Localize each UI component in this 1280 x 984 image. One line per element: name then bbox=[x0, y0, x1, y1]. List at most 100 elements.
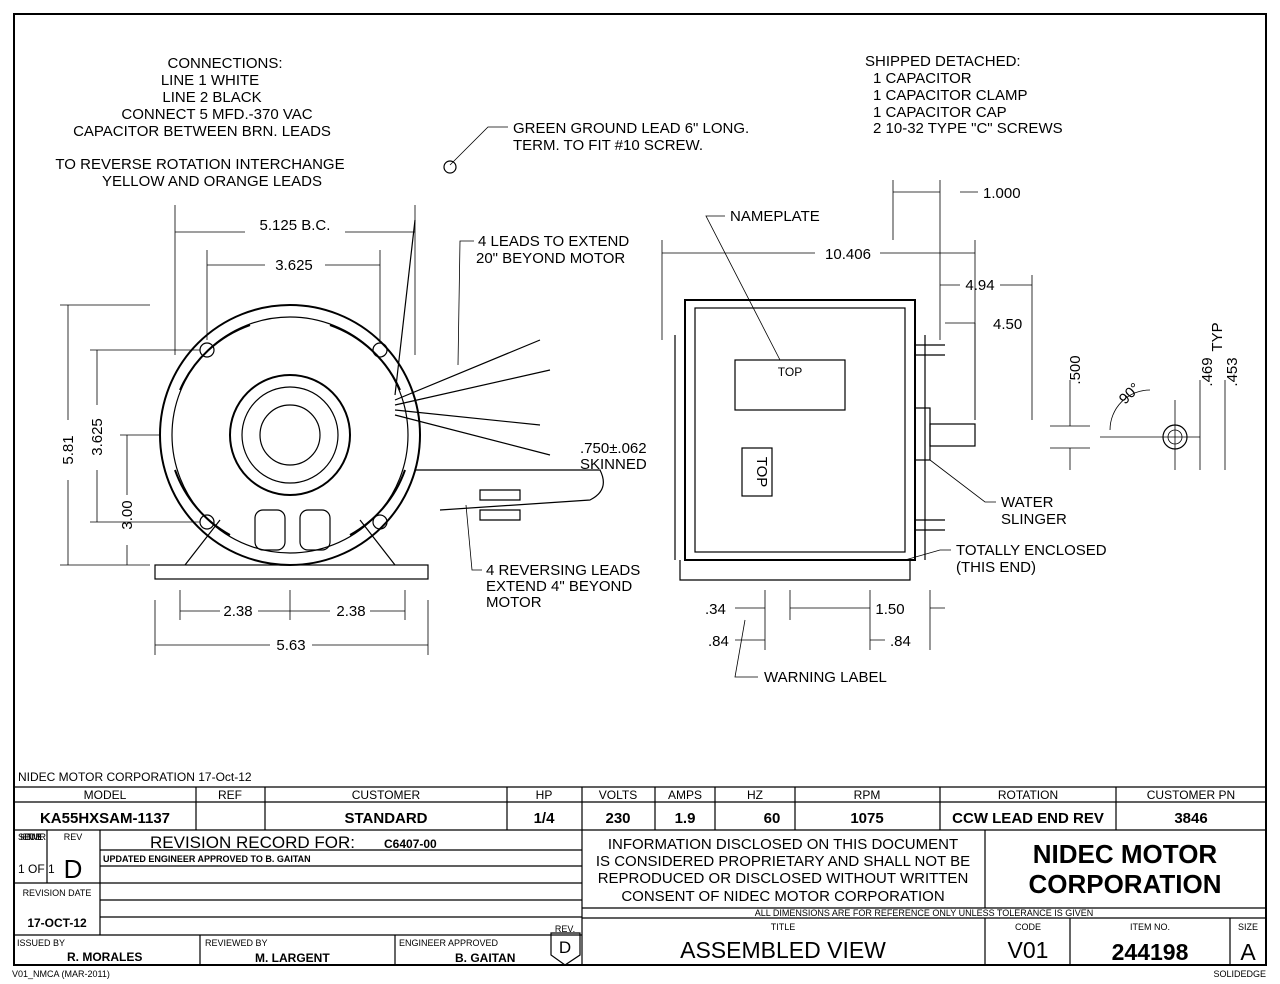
reversing-note: 4 REVERSING LEADS bbox=[486, 562, 640, 579]
dim-3625-horizontal: 3.625 bbox=[275, 257, 313, 274]
rev-box-value: D bbox=[559, 938, 571, 957]
leads-note: 20" BEYOND MOTOR bbox=[476, 250, 625, 267]
connections-note: CONNECTIONS: LINE 1 WHITE LINE 2 BLACK C… bbox=[55, 55, 344, 190]
size-value: A bbox=[1240, 939, 1256, 965]
revision-date-label: REVISION DATE bbox=[23, 888, 92, 898]
company-name: NIDEC MOTOR bbox=[1033, 839, 1218, 869]
dim-034: .34 bbox=[705, 601, 726, 618]
hz-value: 60 bbox=[764, 810, 781, 827]
disclaimer-line: CONSENT OF NIDEC MOTOR CORPORATION bbox=[621, 888, 944, 905]
spec-values: KA55HXSAM-1137 STANDARD 1/4 230 1.9 60 1… bbox=[40, 810, 1208, 827]
note-line: TO REVERSE ROTATION INTERCHANGE bbox=[55, 156, 344, 173]
engineer: B. GAITAN bbox=[455, 951, 515, 965]
issued-by: R. MORALES bbox=[67, 950, 142, 964]
dim-469: .469 bbox=[1199, 357, 1216, 386]
dim-shaft-diameter: .500 bbox=[1067, 355, 1084, 384]
item-label: ITEM NO. bbox=[1130, 922, 1170, 932]
callouts: GREEN GROUND LEAD 6" LONG. TERM. TO FIT … bbox=[449, 120, 1107, 686]
col-header: AMPS bbox=[668, 788, 702, 802]
col-header: MODEL bbox=[84, 788, 127, 802]
warning-label-note: WARNING LABEL bbox=[764, 669, 887, 686]
note-line: CONNECT 5 MFD.-370 VAC bbox=[121, 106, 312, 123]
dim-453: .453 bbox=[1224, 357, 1241, 386]
shipped-note: SHIPPED DETACHED: 1 CAPACITOR 1 CAPACITO… bbox=[865, 53, 1063, 137]
dimensions-note: ALL DIMENSIONS ARE FOR REFERENCE ONLY UN… bbox=[755, 908, 1094, 918]
dim-typ: TYP bbox=[1209, 322, 1226, 351]
note-line: 2 10-32 TYPE "C" SCREWS bbox=[873, 120, 1063, 137]
note-line: 1 CAPACITOR CLAMP bbox=[873, 87, 1027, 104]
rev-box-label: REV. bbox=[555, 924, 575, 934]
reversing-note: EXTEND 4" BEYOND bbox=[486, 578, 632, 595]
disclaimer-line: IS CONSIDERED PROPRIETARY AND SHALL NOT … bbox=[596, 853, 970, 870]
skinned-note: SKINNED bbox=[580, 456, 647, 473]
code-value: V01 bbox=[1008, 937, 1049, 963]
title-label: TITLE bbox=[771, 922, 796, 932]
disclaimer: INFORMATION DISCLOSED ON THIS DOCUMENT I… bbox=[596, 836, 970, 905]
title-block: NIDEC MOTOR CORPORATION 17-Oct-12 MODEL … bbox=[12, 770, 1266, 979]
front-view: 5.125 B.C. 3.625 5.81 3.625 3.00 2.38 2.… bbox=[60, 160, 604, 655]
dim-shaft-height: 3.00 bbox=[119, 500, 136, 529]
disclaimer-line: INFORMATION DISCLOSED ON THIS DOCUMENT bbox=[608, 836, 958, 853]
revision-entry: UPDATED ENGINEER APPROVED TO B. GAITAN bbox=[103, 854, 311, 864]
leads-note: 4 LEADS TO EXTEND bbox=[478, 233, 629, 250]
rev-label: REV bbox=[64, 832, 83, 842]
top-label: TOP bbox=[778, 365, 802, 379]
drawing-title: ASSEMBLED VIEW bbox=[680, 937, 886, 963]
revision-date: 17-OCT-12 bbox=[27, 916, 87, 930]
form-number: V01_NMCA (MAR-2011) bbox=[12, 969, 110, 979]
dim-1000: 1.000 bbox=[983, 185, 1021, 202]
nameplate-note: NAMEPLATE bbox=[730, 208, 820, 225]
size-label: SIZE bbox=[1238, 922, 1258, 932]
dim-084-left: .84 bbox=[708, 633, 729, 650]
note-line: YELLOW AND ORANGE LEADS bbox=[102, 173, 322, 190]
dim-238-right: 2.38 bbox=[336, 603, 365, 620]
enclosed-note: TOTALLY ENCLOSED bbox=[956, 542, 1107, 559]
rotation-value: CCW LEAD END REV bbox=[952, 810, 1104, 827]
col-header: CUSTOMER PN bbox=[1147, 788, 1235, 802]
rpm-value: 1075 bbox=[850, 810, 883, 827]
title-block-header: NIDEC MOTOR CORPORATION 17-Oct-12 bbox=[18, 770, 252, 784]
note-line: CONNECTIONS: bbox=[167, 55, 282, 72]
dim-450: 4.50 bbox=[993, 316, 1022, 333]
customer-pn-value: 3846 bbox=[1174, 810, 1207, 827]
volts-value: 230 bbox=[605, 810, 630, 827]
dim-base-width: 5.63 bbox=[276, 637, 305, 654]
disclaimer-line: REPRODUCED OR DISCLOSED WITHOUT WRITTEN bbox=[598, 870, 969, 887]
dim-150: 1.50 bbox=[875, 601, 904, 618]
dim-238-left: 2.38 bbox=[223, 603, 252, 620]
note-line: LINE 2 BLACK bbox=[162, 89, 261, 106]
sheet-value: 1 OF 1 bbox=[18, 862, 55, 876]
dim-3625-vertical: 3.625 bbox=[89, 418, 106, 456]
revision-record-value: C6407-00 bbox=[384, 837, 437, 851]
note-line: CAPACITOR BETWEEN BRN. LEADS bbox=[73, 123, 331, 140]
side-view: TOP TOP 1.000 10.406 4.94 4.50 .500 90° … bbox=[661, 180, 1241, 650]
note-line: LINE 1 WHITE bbox=[161, 72, 259, 89]
code-label: CODE bbox=[1015, 922, 1041, 932]
col-header: VOLTS bbox=[599, 788, 637, 802]
engineer-label: ENGINEER APPROVED bbox=[399, 938, 499, 948]
drawing-frame bbox=[13, 13, 1267, 966]
dim-084-right: .84 bbox=[890, 633, 911, 650]
note-line: SHIPPED DETACHED: bbox=[865, 53, 1021, 70]
top-label-vertical: TOP bbox=[753, 457, 770, 488]
col-header: ROTATION bbox=[998, 788, 1058, 802]
water-slinger-note: SLINGER bbox=[1001, 511, 1067, 528]
col-header: CUSTOMER bbox=[352, 788, 421, 802]
customer-value: STANDARD bbox=[344, 810, 427, 827]
revision-record-label: REVISION RECORD FOR: bbox=[150, 833, 355, 852]
reviewed-by: M. LARGENT bbox=[255, 951, 330, 965]
col-header: HZ bbox=[747, 788, 763, 802]
enclosed-note: (THIS END) bbox=[956, 559, 1036, 576]
issued-by-label: ISSUED BY bbox=[17, 938, 65, 948]
spec-headers: MODEL REF CUSTOMER HP VOLTS AMPS HZ RPM … bbox=[84, 788, 1236, 802]
ground-lead-note: TERM. TO FIT #10 SCREW. bbox=[513, 137, 703, 154]
amps-value: 1.9 bbox=[675, 810, 696, 827]
skinned-note: .750±.062 bbox=[580, 440, 647, 457]
col-header: RPM bbox=[854, 788, 881, 802]
note-line: 1 CAPACITOR bbox=[873, 70, 972, 87]
hp-value: 1/4 bbox=[534, 810, 556, 827]
rev-value: D bbox=[64, 854, 83, 884]
software-label: SOLIDEDGE bbox=[1213, 969, 1266, 979]
